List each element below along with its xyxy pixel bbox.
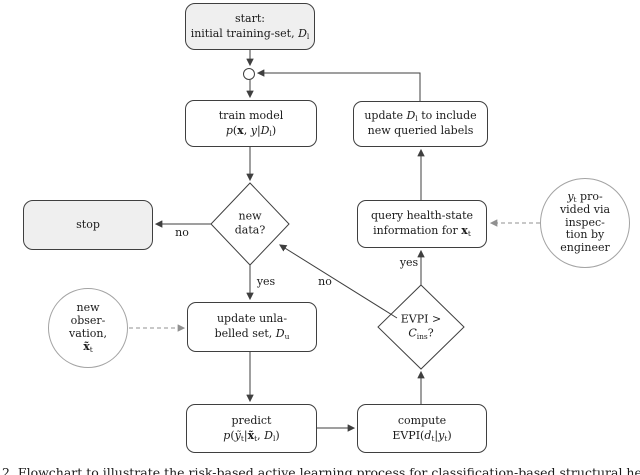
train-model-node: train model p(x, y|Dl) (185, 100, 317, 147)
stop-node: stop (23, 200, 153, 250)
observation-input-circle: new obser- vation, x̃t (48, 288, 128, 368)
compute-evpi-node: compute EVPI(dt|yt) (357, 404, 487, 453)
train-formula: p(x, y|Dl) (225, 123, 277, 138)
query-line1: query health-state (370, 209, 474, 223)
edge-label-yes-newdata: yes (256, 275, 276, 288)
update-labelled-node: update Dl to include new queried labels (353, 101, 488, 147)
evpi-label: EVPI > Cins? (400, 312, 442, 342)
train-line1: train model (218, 108, 284, 122)
engineer-input-circle: yt pro- vided via inspec- tion by engine… (540, 178, 630, 268)
arrow-evpi-to-newdata (279, 244, 398, 319)
junction-circle (243, 68, 255, 80)
engineer-line1: yt pro- (567, 189, 603, 204)
update-labelled-line1: update Dl to include (364, 109, 477, 124)
predict-line1: predict (231, 413, 272, 427)
update-labelled-line2: new queried labels (367, 124, 474, 137)
start-line1: start: (234, 11, 265, 25)
edge-label-no-evpi: no (318, 275, 332, 288)
evpi-diamond (377, 284, 465, 370)
caption: 2. Flowchart to illustrate the risk-base… (2, 465, 640, 475)
new-data-label: new data? (234, 209, 266, 237)
query-line2: information for xt (373, 224, 471, 239)
stop-label: stop (76, 217, 100, 231)
update-unlabelled-node: update unla- belled set, Du (187, 302, 317, 352)
arrow-updatelabelled-to-junction (256, 69, 421, 101)
compute-formula: EVPI(dt|yt) (392, 428, 452, 443)
update-unlabelled-line1: update unla- (216, 312, 288, 326)
update-unlabelled-line2: belled set, Du (214, 327, 290, 342)
query-node: query health-state information for xt (357, 200, 487, 248)
edge-label-no-stop: no (175, 226, 189, 239)
compute-line1: compute (397, 413, 447, 427)
observation-symbol: x̃t (83, 339, 93, 355)
start-node: start: initial training-set, Dl (185, 3, 315, 50)
edge-label-yes-evpi: yes (399, 256, 419, 269)
start-line2: initial training-set, Dl (190, 26, 310, 41)
predict-formula: p(ỹt|x̃t, Dl) (223, 428, 280, 443)
predict-node: predict p(ỹt|x̃t, Dl) (186, 404, 317, 453)
